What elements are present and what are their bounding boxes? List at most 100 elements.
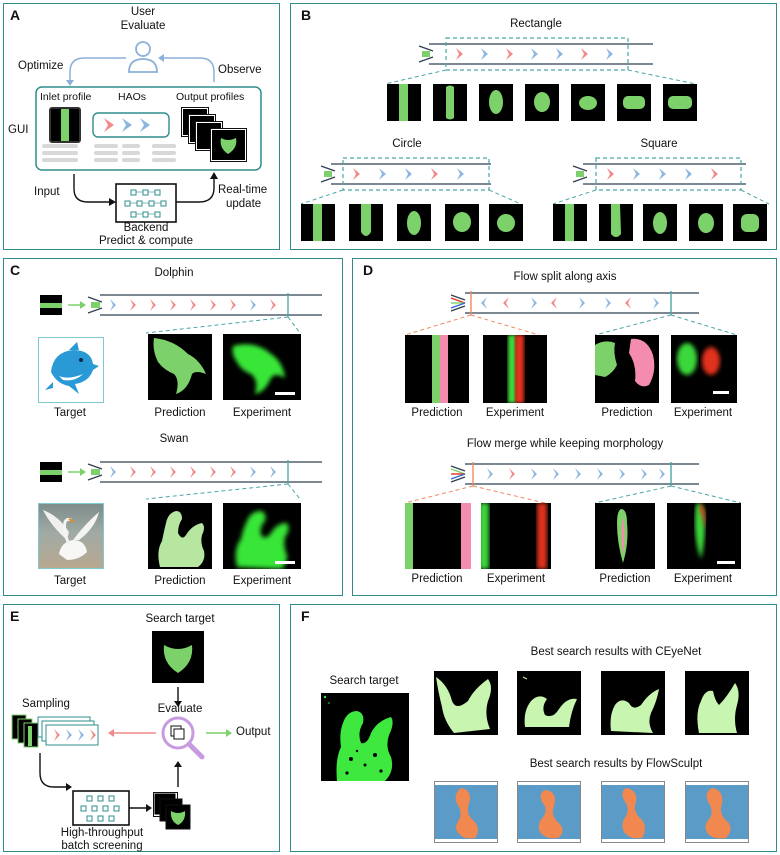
- backend-label: Backend: [123, 222, 169, 234]
- flowsculpt-result-1: [434, 781, 498, 843]
- merge-prediction-right: [595, 503, 655, 569]
- workflow-arrows: [11, 687, 232, 830]
- search-target-label: Search target: [329, 675, 399, 687]
- panel-e: E Search target: [3, 604, 280, 852]
- panel-label: C: [10, 262, 21, 278]
- swan-prediction: [148, 503, 212, 569]
- swan-experiment-label: Experiment: [232, 575, 292, 587]
- inlet-profile-image: [49, 107, 81, 143]
- circle-result-5: [489, 204, 523, 241]
- circle-title: Circle: [392, 138, 422, 150]
- rectangle-title: Rectangle: [510, 18, 562, 30]
- split-experiment-left-label: Experiment: [485, 407, 545, 419]
- evaluate-label: Evaluate: [157, 703, 203, 715]
- swan-target-label: Target: [54, 575, 86, 587]
- merge-experiment-left-label: Experiment: [486, 573, 546, 585]
- split-prediction-right-label: Prediction: [601, 407, 653, 419]
- flowsculpt-result-4: [685, 781, 749, 843]
- square-result-2: [599, 204, 633, 241]
- sampling-label: Sampling: [22, 698, 70, 710]
- dolphin-experiment: [223, 334, 301, 400]
- merge-experiment-right-label: Experiment: [673, 573, 733, 585]
- panel-label: F: [301, 608, 310, 624]
- circle-result-2: [349, 204, 383, 241]
- ceyenet-result-1: [434, 671, 498, 735]
- merge-prediction-left-label: Prediction: [411, 573, 463, 585]
- haos-label: HAOs: [118, 91, 147, 103]
- evaluate-label: Evaluate: [120, 20, 166, 32]
- predict-compute-label: Predict & compute: [99, 235, 193, 247]
- rectangle-channel-diagram: [300, 37, 770, 205]
- realtime-label: Real-time: [218, 184, 268, 196]
- dolphin-experiment-label: Experiment: [232, 407, 292, 419]
- output-profiles-label: Output profiles: [176, 91, 245, 103]
- panel-d: D Flow split along axis Flow merge while…: [352, 258, 777, 596]
- rectangle-result-6: [617, 84, 651, 121]
- circle-result-1: [301, 204, 335, 241]
- htp-line1: High-throughput: [60, 827, 144, 839]
- htp-line2: batch screening: [61, 840, 143, 852]
- merge-prediction-left: [405, 503, 471, 569]
- square-result-3: [643, 204, 677, 241]
- square-result-4: [689, 204, 723, 241]
- split-prediction-left: [405, 335, 469, 403]
- swan-target-photo: [38, 503, 104, 569]
- panel-label: B: [301, 7, 312, 23]
- flow-split-channel-diagram: [404, 291, 742, 504]
- merge-experiment-right: [667, 503, 741, 569]
- dolphin-title: Dolphin: [154, 267, 194, 279]
- flowsculpt-result-3: [601, 781, 665, 843]
- optimize-label: Optimize: [18, 60, 64, 72]
- gui-label: GUI: [8, 124, 29, 136]
- swan-experiment: [223, 503, 301, 569]
- ceyenet-result-4: [685, 671, 749, 735]
- panel-f: F Search target Best search results with…: [290, 604, 777, 852]
- gui-sliders: [42, 144, 176, 162]
- panel-c: C Dolphin Swan: [3, 258, 343, 596]
- rectangle-result-3: [479, 84, 513, 121]
- split-experiment-left: [483, 335, 547, 403]
- ceyenet-title: Best search results with CEyeNet: [530, 646, 702, 658]
- merge-title: Flow merge while keeping morphology: [466, 438, 664, 450]
- panel-b: B Rectangle Circle Square: [290, 3, 777, 250]
- circle-result-4: [445, 204, 479, 241]
- search-target-label: Search target: [145, 613, 215, 625]
- merge-experiment-left: [481, 503, 551, 569]
- square-title: Square: [640, 138, 678, 150]
- dolphin-channel-diagram: [40, 293, 322, 500]
- panel-label: D: [363, 262, 374, 278]
- split-prediction-right: [595, 335, 659, 403]
- search-target-heart: [152, 631, 204, 683]
- observe-label: Observe: [218, 64, 262, 76]
- rectangle-result-2: [433, 84, 467, 121]
- split-title: Flow split along axis: [513, 271, 617, 283]
- panel-label: E: [10, 608, 20, 624]
- flowsculpt-title: Best search results by FlowSculpt: [529, 758, 703, 770]
- rectangle-result-4: [525, 84, 559, 121]
- inlet-profile-label: Inlet profile: [40, 91, 92, 103]
- dolphin-prediction-label: Prediction: [154, 407, 206, 419]
- rectangle-result-7: [663, 84, 697, 121]
- input-label: Input: [34, 186, 60, 198]
- swan-title: Swan: [159, 433, 189, 445]
- panel-label: A: [10, 7, 21, 23]
- ceyenet-result-3: [601, 671, 665, 735]
- dolphin-target-label: Target: [54, 407, 86, 419]
- swan-prediction-label: Prediction: [154, 575, 206, 587]
- circle-result-3: [397, 204, 431, 241]
- split-prediction-left-label: Prediction: [411, 407, 463, 419]
- user-label: User: [130, 6, 156, 18]
- update-label: update: [226, 198, 262, 210]
- dolphin-prediction: [148, 334, 212, 400]
- square-result-5: [733, 204, 767, 241]
- flowsculpt-result-2: [517, 781, 581, 843]
- square-result-1: [553, 204, 587, 241]
- haos-strip: [92, 112, 170, 138]
- search-target-swan: [321, 693, 409, 781]
- rectangle-result-5: [571, 84, 605, 121]
- split-experiment-right-label: Experiment: [673, 407, 733, 419]
- output-label: Output: [236, 726, 271, 738]
- rectangle-result-1: [387, 84, 421, 121]
- merge-prediction-right-label: Prediction: [599, 573, 651, 585]
- ceyenet-result-2: [517, 671, 581, 735]
